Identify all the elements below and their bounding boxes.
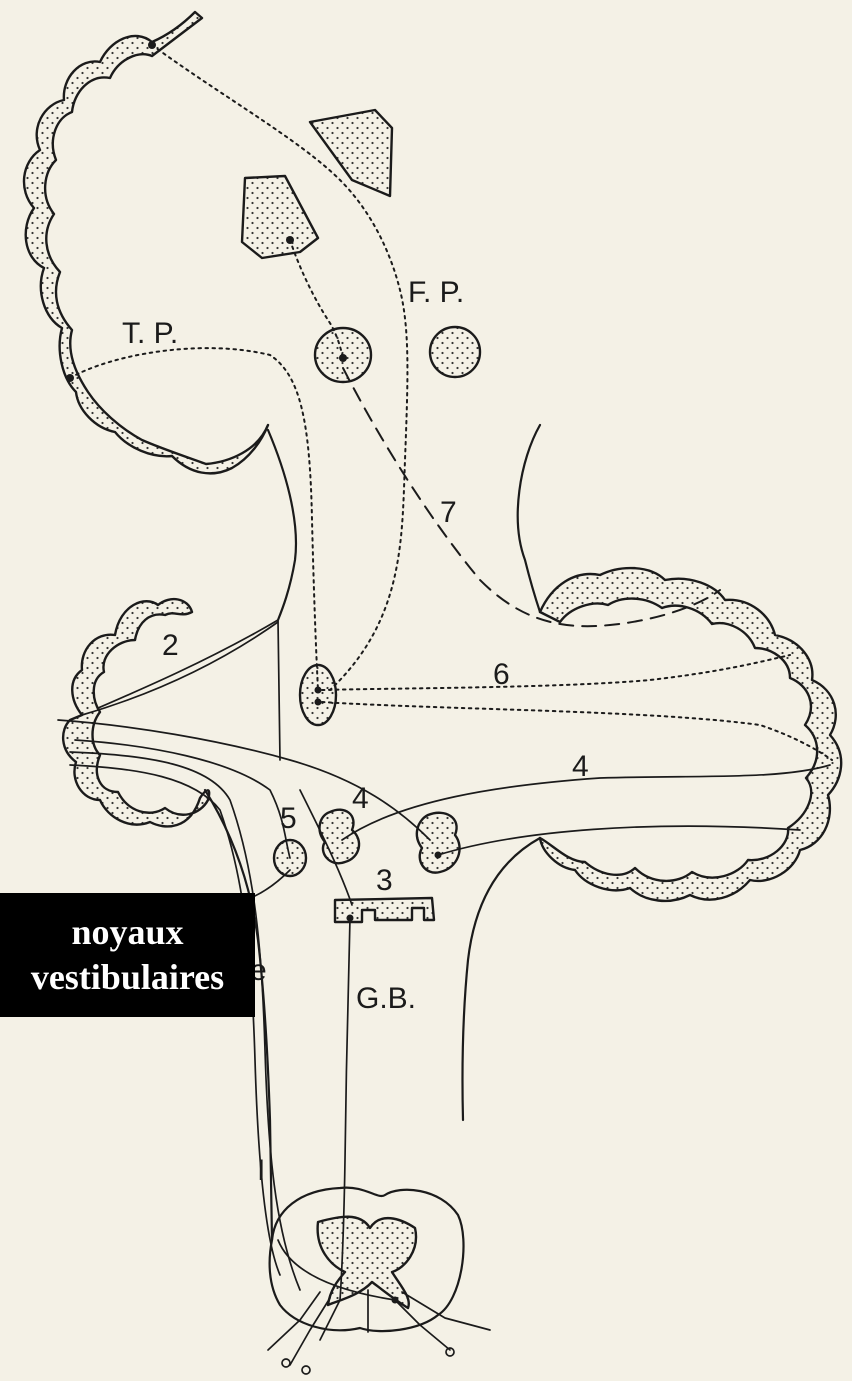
cell-dot-spinal — [392, 1297, 399, 1304]
upper-left-cortex — [24, 12, 268, 473]
callout-line-2: vestibulaires — [0, 955, 255, 1000]
label-4-right: 4 — [572, 750, 589, 783]
cell-dot-temporal — [66, 374, 74, 382]
nerve-ending-mid — [302, 1366, 310, 1374]
label-5: 5 — [280, 802, 297, 835]
cell-dot-olive — [347, 915, 354, 922]
left-trapezoid-nucleus — [242, 176, 318, 258]
cell-dot-pontine-a — [315, 687, 322, 694]
label-gb: G.B. — [356, 982, 416, 1015]
callout-line-1: noyaux — [0, 910, 255, 955]
brainstem-left-outline — [268, 430, 296, 620]
label-1: I — [257, 1154, 265, 1187]
vestibulospinal-tract-b — [70, 765, 280, 1275]
cell-dot-trapezoid — [286, 236, 294, 244]
label-6: 6 — [493, 658, 510, 691]
label-tp: T. P. — [122, 317, 178, 350]
left-cerebellum — [63, 599, 209, 826]
red-nucleus-right — [430, 327, 480, 377]
label-2: 2 — [162, 629, 179, 662]
cell-dot-red-nucleus — [339, 354, 347, 362]
dentate-nucleus-left — [320, 810, 359, 864]
brainstem-right-curve — [518, 425, 540, 612]
cell-dot-dentate — [435, 852, 442, 859]
upper-triangle-nucleus — [310, 110, 392, 196]
fiber-4-to-dentate — [438, 826, 800, 855]
right-cerebellum — [540, 568, 841, 901]
cell-dot-upper-left — [148, 41, 156, 49]
label-7: 7 — [440, 496, 457, 529]
pontocerebellar-tract-upper — [322, 655, 790, 690]
label-fp: F. P. — [408, 276, 464, 309]
label-4-left: 4 — [352, 782, 369, 815]
vestibular-nuclei-callout: noyaux vestibulaires — [0, 893, 255, 1017]
label-3: 3 — [376, 864, 393, 897]
cell-dot-pontine-b — [315, 699, 322, 706]
spinal-cord-right — [463, 838, 540, 1120]
nerve-ending-left — [282, 1359, 290, 1367]
dentate-nucleus-right — [417, 813, 460, 873]
